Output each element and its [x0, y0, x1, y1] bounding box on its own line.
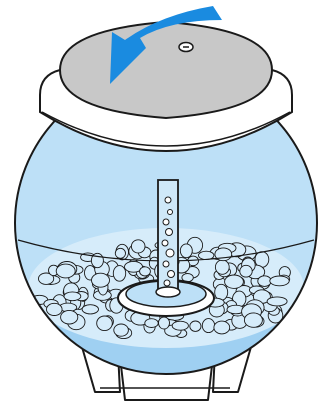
gravel-stone — [92, 273, 110, 287]
gravel-stone — [114, 324, 129, 336]
gravel-stone — [140, 267, 151, 276]
air-bubble — [162, 240, 168, 246]
gravel-stone — [47, 303, 63, 315]
air-bubble — [166, 229, 173, 236]
gravel-stone — [115, 248, 125, 258]
gravel-stone — [145, 319, 158, 328]
gravel-stone — [190, 321, 201, 331]
air-bubble — [163, 261, 169, 267]
lid-lock-icon[interactable] — [179, 43, 193, 52]
air-bubble — [164, 280, 170, 286]
gravel-stone — [199, 251, 214, 259]
gravel-stone — [244, 313, 262, 327]
air-bubble — [168, 210, 173, 215]
gravel-stone — [258, 276, 271, 287]
gravel-stone — [82, 305, 98, 314]
gravel-stone — [172, 321, 188, 330]
gravel-stone — [180, 244, 192, 258]
gravel-stone — [267, 297, 287, 306]
gravel-stone — [159, 317, 170, 329]
gravel-stone — [215, 260, 229, 274]
gravel-stone — [225, 275, 244, 288]
gravel-stone — [113, 266, 125, 282]
air-bubble — [163, 219, 169, 225]
aquarium-lid[interactable] — [60, 22, 272, 118]
air-bubble — [166, 249, 174, 257]
gravel-stone — [97, 316, 113, 331]
gravel-stone — [240, 265, 252, 277]
air-bubble — [168, 271, 175, 278]
gravel-stone — [131, 240, 145, 253]
air-bubble — [165, 197, 171, 203]
gravel-stone — [56, 264, 75, 278]
gravel-stone — [202, 319, 214, 333]
gravel-stone — [61, 310, 78, 324]
gravel-stone — [64, 292, 81, 301]
gravel-stone — [214, 321, 230, 334]
gravel-stone — [270, 276, 289, 286]
